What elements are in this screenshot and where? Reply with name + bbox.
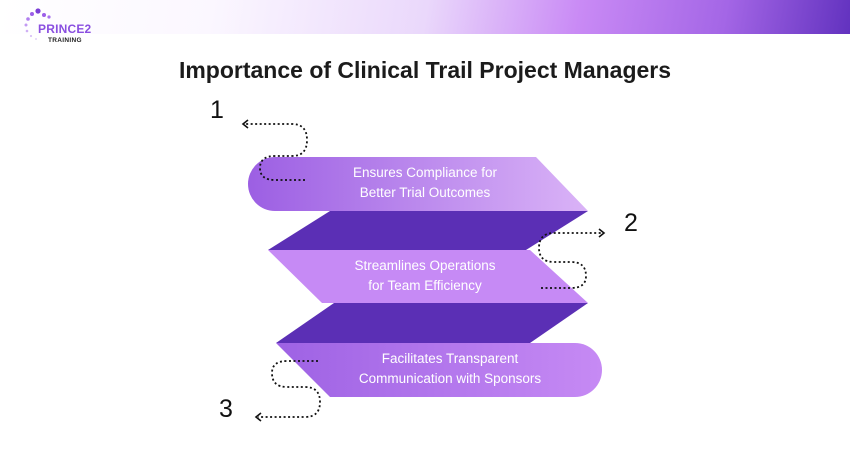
- connector-1: [245, 123, 308, 181]
- step-2-ribbon: [268, 250, 588, 303]
- fold-1-2: [268, 211, 588, 250]
- step-3-number: 3: [219, 395, 233, 423]
- brand-subtitle: TRAINING: [48, 37, 82, 44]
- page-title: Importance of Clinical Trail Project Man…: [178, 57, 672, 83]
- fold-2-3: [276, 303, 588, 343]
- step-1-line-1: Ensures Compliance for: [352, 165, 498, 180]
- arrowhead-1-icon: [241, 119, 249, 129]
- connector-3: [258, 360, 321, 418]
- step-3-label: Facilitates Transparent Communication wi…: [315, 349, 585, 389]
- step-1-label: Ensures Compliance for Better Trial Outc…: [300, 163, 550, 203]
- step-1-line-2: Better Trial Outcomes: [359, 185, 491, 200]
- step-2-number: 2: [624, 209, 638, 237]
- step-1-number: 1: [210, 96, 224, 124]
- arrowhead-3-icon: [254, 412, 262, 422]
- step-3-line-1: Facilitates Transparent: [381, 351, 519, 366]
- step-1-ribbon: [248, 157, 588, 211]
- header-banner: [0, 0, 850, 34]
- step-2-line-1: Streamlines Operations: [354, 258, 496, 273]
- step-2-label: Streamlines Operations for Team Efficien…: [300, 256, 550, 296]
- prince2-logo-dots-icon: [24, 8, 51, 40]
- brand-name: PRINCE2: [38, 22, 92, 36]
- step-3-ribbon: [276, 343, 602, 397]
- arrowhead-2-icon: [598, 228, 606, 238]
- step-2-line-2: for Team Efficiency: [368, 278, 482, 293]
- step-3-line-2: Communication with Sponsors: [358, 371, 542, 386]
